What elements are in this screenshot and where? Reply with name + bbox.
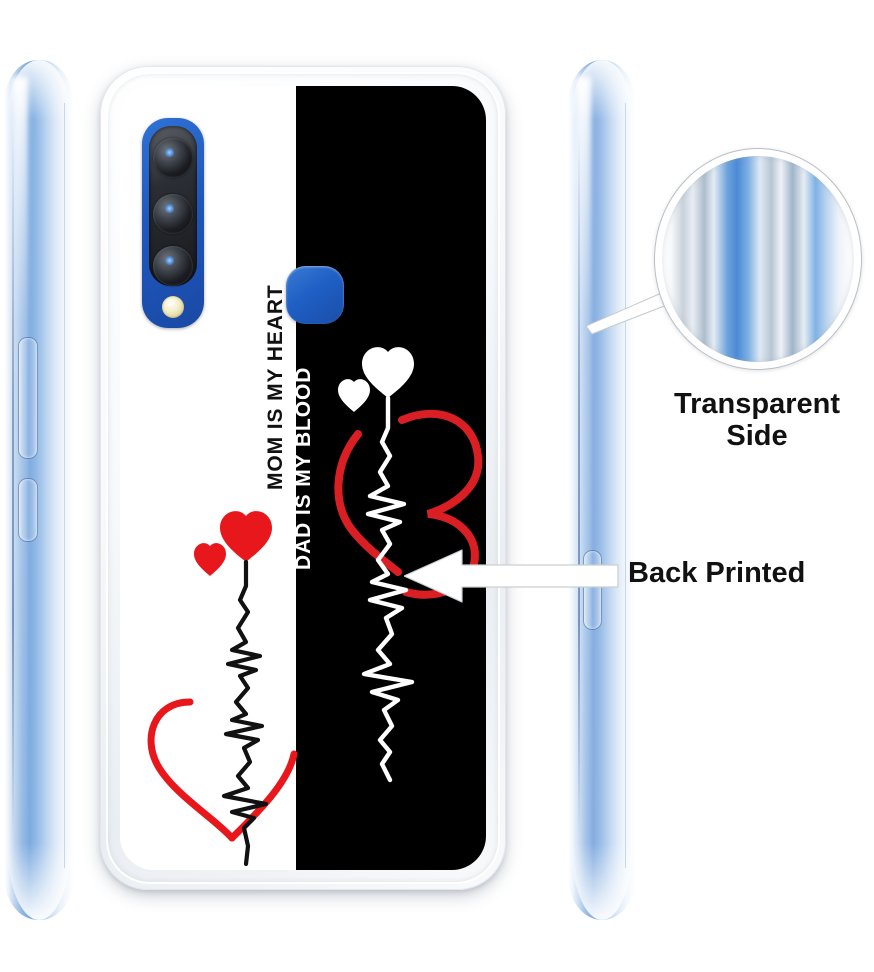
camera-lens-3 xyxy=(153,246,193,286)
fingerprint-sensor[interactable] xyxy=(286,266,344,324)
red-heart-small xyxy=(194,543,226,576)
transparent-side-label-line1: Transparent xyxy=(674,388,840,420)
transparent-side-label: Transparent Side xyxy=(640,388,874,453)
left-side-gloss-highlight xyxy=(12,77,28,903)
power-button[interactable] xyxy=(18,478,38,542)
red-heart-outline xyxy=(147,698,298,842)
right-side-seam xyxy=(625,103,626,869)
ecg-line-black xyxy=(221,559,269,867)
case-printed-area: MOM IS MY HEART xyxy=(120,86,486,870)
left-side-profile-view xyxy=(4,60,74,920)
white-heart-small xyxy=(338,379,370,412)
black-half-panel xyxy=(295,86,486,870)
slogan-mom-is-my-heart: MOM IS MY HEART xyxy=(264,284,287,490)
white-heart-large xyxy=(362,347,414,398)
camera-lens-1 xyxy=(153,138,193,178)
slogan-dad-is-my-blood: DAD IS MY BLOOD xyxy=(292,366,315,570)
volume-rocker-button[interactable] xyxy=(18,337,38,459)
back-printed-label: Back Printed xyxy=(628,557,806,589)
mom-heartbeat-artwork xyxy=(128,466,298,867)
camera-lens-2 xyxy=(153,194,193,234)
led-flash-icon xyxy=(162,296,184,318)
right-side-edge-line xyxy=(578,128,580,834)
right-side-profile-view xyxy=(568,60,636,920)
camera-module xyxy=(142,118,204,328)
left-side-body xyxy=(4,60,74,920)
transparent-side-magnified-surface xyxy=(662,156,854,362)
transparent-side-label-line2: Side xyxy=(726,420,788,453)
right-side-body xyxy=(568,60,636,920)
ecg-line-white xyxy=(361,395,415,783)
left-side-edge-line xyxy=(12,128,14,834)
transparent-side-magnifier xyxy=(654,148,862,370)
case-frame-highlight xyxy=(106,72,500,884)
back-printed-arrow xyxy=(403,548,620,604)
left-side-seam xyxy=(64,103,65,869)
phone-case-back-view[interactable]: MOM IS MY HEART xyxy=(100,66,506,890)
red-heart-large xyxy=(220,511,272,562)
